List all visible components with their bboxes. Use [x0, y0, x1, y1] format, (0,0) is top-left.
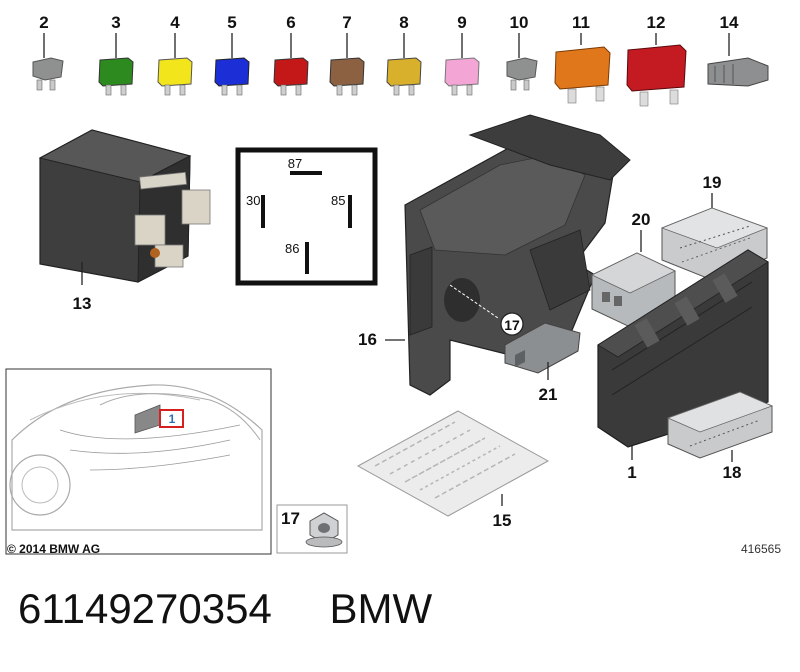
fuse-body-6: [273, 57, 309, 87]
relay-pin-86: 86: [285, 241, 299, 256]
fuse-body-9: [444, 57, 480, 87]
fuse-6: 6: [273, 13, 309, 96]
relay-13: 13: [38, 129, 211, 313]
fuse-callout-11: 11: [572, 13, 590, 32]
nut-circle-callout-17: 17: [504, 317, 520, 333]
fuse-2: 2: [32, 13, 64, 91]
location-highlight-box: [159, 409, 184, 428]
fuse-callout-9: 9: [457, 13, 466, 32]
carrier-callout-1: 1: [627, 463, 636, 482]
housing-callout-16: 16: [358, 330, 377, 349]
fuse-box-housing-16: 16 17: [358, 114, 631, 396]
fuse-body-11: [554, 46, 611, 90]
relay-pin-87: 87: [288, 156, 302, 171]
label-callout-15: 15: [493, 511, 512, 530]
fuse-callout-7: 7: [342, 13, 351, 32]
fuse-callout-3: 3: [111, 13, 120, 32]
fuse-callout-4: 4: [170, 13, 180, 32]
fuse-body-2: [32, 57, 64, 81]
relay-schematic: 87 30 85 86: [235, 147, 378, 286]
part-footer: 61149270354 BMW: [18, 585, 432, 633]
fuse-12: 12: [626, 13, 687, 107]
fuse-body-4: [157, 57, 193, 87]
vehicle-location-inset: 1 © 2014 BMW AG: [5, 368, 272, 556]
fuse-body-14: [707, 57, 769, 87]
fuse-11: 11: [554, 13, 611, 104]
connector-18: 18: [666, 391, 774, 482]
fuse-callout-10: 10: [510, 13, 529, 32]
fuse-body-8: [386, 57, 422, 87]
brand-name: BMW: [329, 585, 433, 632]
connector-callout-19: 19: [703, 173, 722, 192]
fuse-9: 9: [444, 13, 480, 96]
clip-21: 21: [504, 322, 581, 404]
fuse-4: 4: [157, 13, 193, 96]
fuse-callout-2: 2: [39, 13, 48, 32]
fuse-5: 5: [214, 13, 250, 96]
inset-marker-1: 1: [169, 412, 176, 426]
part-number: 61149270354: [18, 585, 272, 632]
clip-callout-21: 21: [539, 385, 558, 404]
relay-pin-30: 30: [246, 193, 260, 208]
nut-callout-17: 17: [281, 509, 300, 528]
fuse-callout-8: 8: [399, 13, 408, 32]
fuse-body-12: [626, 44, 687, 92]
fuse-7: 7: [329, 13, 365, 96]
fuse-row: 2 3 4 5: [32, 13, 769, 107]
connector-callout-20: 20: [632, 210, 651, 229]
copyright-text: © 2014 BMW AG: [7, 542, 100, 556]
relay-callout: 13: [73, 294, 92, 313]
fuse-callout-14: 14: [720, 13, 739, 32]
fuse-body-3: [98, 57, 134, 87]
fuse-body-7: [329, 57, 365, 87]
fuse-body-5: [214, 57, 250, 87]
fuse-10: 10: [506, 13, 538, 91]
fuse-callout-12: 12: [647, 13, 666, 32]
fuse-callout-5: 5: [227, 13, 236, 32]
fuse-puller-14: 14: [707, 13, 769, 87]
fuse-callout-6: 6: [286, 13, 295, 32]
nut-17: 17: [276, 504, 348, 554]
fuse-8: 8: [386, 13, 422, 96]
relay-pin-85: 85: [331, 193, 345, 208]
connector-callout-18: 18: [723, 463, 742, 482]
fuse-body-10: [506, 57, 538, 81]
image-id: 416565: [741, 542, 781, 556]
label-sheet-15: 15: [356, 410, 550, 530]
fuse-3: 3: [98, 13, 134, 96]
